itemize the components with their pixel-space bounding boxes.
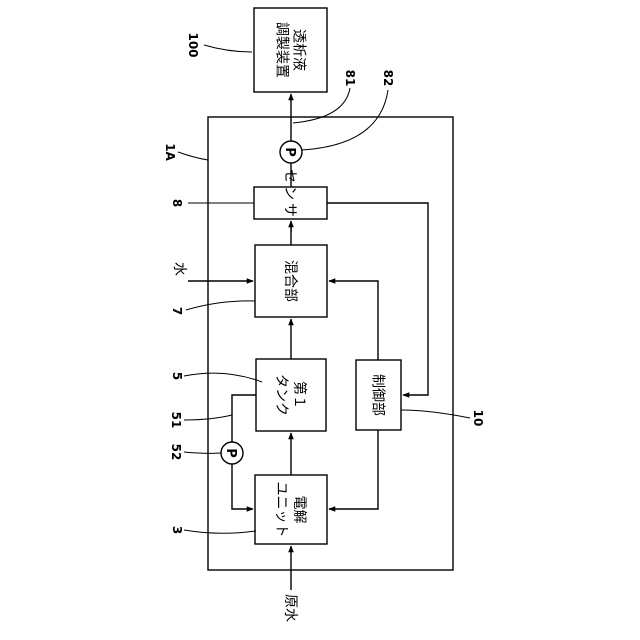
leader-line-3 xyxy=(184,530,256,533)
ref-numeral-3: 3 xyxy=(170,526,184,534)
mixing-unit-label: 混合部 xyxy=(282,260,298,302)
leader-line-10 xyxy=(401,410,470,418)
pump-81-label: P xyxy=(282,147,297,157)
ref-numeral-100: 100 xyxy=(186,32,200,57)
pump-52-label: P xyxy=(223,448,238,458)
system-boundary-1a xyxy=(208,117,453,570)
ref-numeral-81: 81 xyxy=(343,70,357,87)
dialysate-device-label-line1: 透析液 xyxy=(291,29,307,71)
ref-numeral-5: 5 xyxy=(170,372,184,380)
first-tank-label-line2: タンク xyxy=(273,374,289,416)
return-line-51-lower xyxy=(232,464,253,509)
ref-numeral-10: 10 xyxy=(471,410,485,427)
first-tank-label-line1: 第１ xyxy=(291,381,308,409)
electrolysis-unit-block xyxy=(255,475,327,544)
leader-line-52 xyxy=(184,452,221,453)
control-to-mixing-signal-line xyxy=(329,281,378,360)
control-unit-label: 制御部 xyxy=(370,374,386,416)
electrolysis-unit-label-line2: ユニット xyxy=(273,482,289,538)
water-label: 水 xyxy=(171,262,187,276)
leader-line-81 xyxy=(293,88,350,123)
ref-numeral-52: 52 xyxy=(169,444,183,461)
leader-line-100 xyxy=(204,45,252,52)
ref-numeral-7: 7 xyxy=(170,307,184,315)
ref-numeral-8: 8 xyxy=(170,199,184,207)
first-tank-block xyxy=(256,359,326,431)
electrolysis-unit-label-line1: 電解 xyxy=(291,496,307,524)
raw-water-label: 原水 xyxy=(282,594,298,622)
leader-line-5 xyxy=(184,373,262,382)
leader-line-82 xyxy=(302,90,388,150)
leader-line-7 xyxy=(186,301,255,310)
ref-numeral-1a: 1A xyxy=(163,143,177,161)
sensor-label: センサー xyxy=(282,169,298,237)
ref-numeral-82: 82 xyxy=(381,70,395,87)
leader-line-1a xyxy=(178,152,208,160)
ref-numeral-51: 51 xyxy=(169,412,183,429)
dialysate-device-block xyxy=(254,8,327,92)
control-to-electrolysis-signal-line xyxy=(329,430,378,509)
return-line-51-upper xyxy=(232,395,256,442)
dialysate-device-label-line2: 調製装置 xyxy=(274,22,290,78)
